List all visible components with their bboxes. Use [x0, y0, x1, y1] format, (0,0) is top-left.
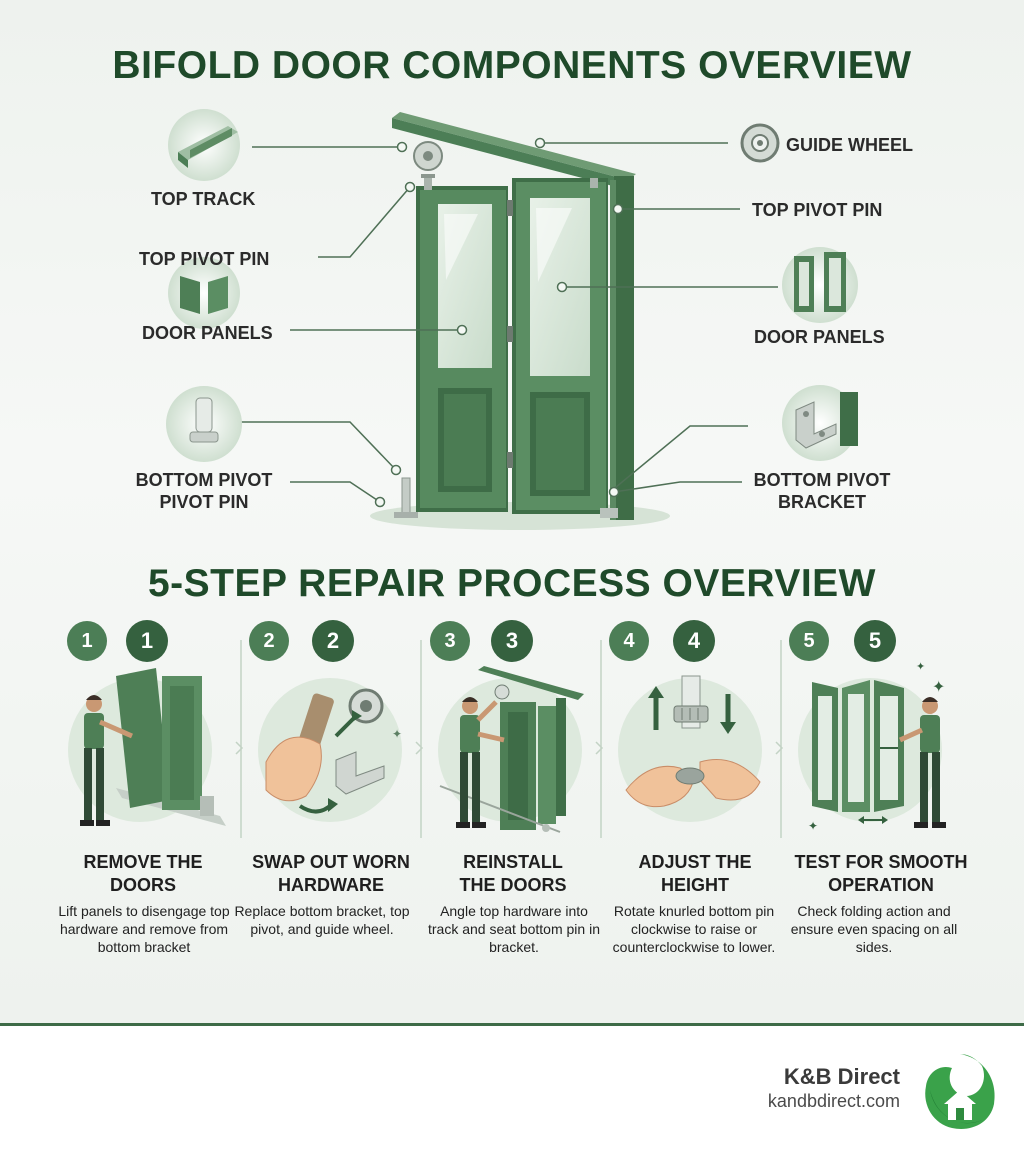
right-door-panel — [512, 178, 608, 514]
step4-number: 4 — [673, 620, 715, 662]
step4-title: ADJUST THE HEIGHT — [605, 851, 785, 897]
label-bottom-bracket-line2: BRACKET — [778, 492, 866, 512]
label-door-panels-left: DOOR PANELS — [142, 323, 273, 343]
step5-number: 5 — [854, 620, 896, 662]
label-door-panels-right: DOOR PANELS — [754, 327, 885, 347]
brand-logo-icon — [925, 1054, 995, 1129]
step5-title-line1: TEST FOR SMOOTH — [794, 852, 968, 872]
step3-description: Angle top hardware into track and seat b… — [428, 903, 600, 955]
process-title: 5-STEP REPAIR PROCESS OVERVIEW — [147, 562, 876, 605]
step1-title: REMOVE THE DOORS — [53, 851, 233, 897]
leader-lines — [232, 142, 778, 503]
svg-text:✦: ✦ — [392, 727, 402, 741]
step3-title-line1: REINSTALL — [463, 852, 563, 872]
step1-title-line1: REMOVE THE — [83, 852, 203, 872]
door-diagram — [166, 109, 858, 530]
step1-number-small: 1 — [67, 621, 107, 661]
label-top-pivot-pin-left: TOP PIVOT PIN — [139, 249, 270, 269]
step1-number: 1 — [126, 620, 168, 662]
step3-number-small: 3 — [430, 621, 470, 661]
label-bottom-pivot-bracket: BOTTOM PIVOT BRACKET — [744, 469, 900, 513]
step2-description: Replace bottom bracket, top pivot, and g… — [234, 903, 410, 937]
label-bottom-pivot-pin-line2: PIVOT PIN — [159, 492, 249, 512]
step2-title: SWAP OUT WORN HARDWARE — [241, 851, 421, 897]
svg-text:✦: ✦ — [916, 660, 925, 673]
step-dividers — [235, 640, 784, 838]
step5-illustration: ✦ ✦ ✦ — [808, 660, 946, 833]
step5-description: Check folding action and ensure even spa… — [790, 903, 958, 955]
step3-illustration — [439, 666, 584, 833]
label-bottom-bracket-line1: BOTTOM PIVOT — [753, 470, 891, 490]
step3-title-line2: THE DOORS — [459, 875, 567, 895]
bottom-bracket-part — [600, 508, 618, 518]
door-panels-icon-left — [168, 257, 240, 329]
svg-text:✦: ✦ — [932, 677, 945, 696]
brand-url: kandbdirect.com — [767, 1091, 900, 1111]
brand-name: K&B Direct — [783, 1064, 900, 1089]
label-top-track: TOP TRACK — [151, 189, 256, 209]
steps-illustrations: ✦ — [68, 640, 946, 838]
step2-illustration: ✦ — [265, 688, 402, 814]
footer-divider — [0, 1023, 1024, 1026]
step4-illustration — [625, 675, 761, 808]
step1-description: Lift panels to disengage top hardware an… — [58, 903, 230, 955]
step2-number-small: 2 — [249, 621, 289, 661]
label-bottom-pivot-pin: BOTTOM PIVOT PIVOT PIN — [130, 469, 278, 513]
step3-title: REINSTALL THE DOORS — [423, 851, 603, 897]
step1-illustration — [80, 668, 226, 826]
label-bottom-pivot-pin-line1: BOTTOM PIVOT — [135, 470, 273, 490]
left-door-panel — [416, 186, 508, 512]
step2-title-line1: SWAP OUT WORN — [252, 852, 410, 872]
guide-wheel-part — [413, 141, 443, 171]
step2-title-line2: HARDWARE — [278, 875, 384, 895]
step4-title-line2: HEIGHT — [660, 875, 729, 895]
guide-wheel-icon — [740, 123, 780, 163]
step3-number: 3 — [491, 620, 533, 662]
label-guide-wheel: GUIDE WHEEL — [786, 135, 914, 155]
step1-title-line2: DOORS — [109, 875, 176, 895]
step4-title-line1: ADJUST THE — [638, 852, 752, 872]
door-panels-icon-right — [782, 247, 858, 323]
right-jamb — [610, 176, 634, 520]
top-pivot-pin-part — [424, 176, 432, 190]
step4-description: Rotate knurled bottom pin clockwise to r… — [612, 903, 776, 955]
main-title: BIFOLD DOOR COMPONENTS OVERVIEW — [112, 44, 912, 87]
top-track-rail — [392, 112, 636, 190]
step5-title-line2: OPERATION — [828, 875, 934, 895]
step4-number-small: 4 — [609, 621, 649, 661]
top-track-icon — [168, 109, 240, 181]
svg-text:✦: ✦ — [808, 819, 818, 833]
step2-number: 2 — [312, 620, 354, 662]
bottom-pivot-pin-part — [394, 477, 418, 518]
bottom-pivot-pin-icon — [166, 386, 242, 462]
bottom-bracket-icon — [782, 385, 858, 461]
step5-number-small: 5 — [789, 621, 829, 661]
step5-title: TEST FOR SMOOTH OPERATION — [791, 851, 971, 897]
label-top-pivot-pin-right: TOP PIVOT PIN — [752, 200, 883, 220]
